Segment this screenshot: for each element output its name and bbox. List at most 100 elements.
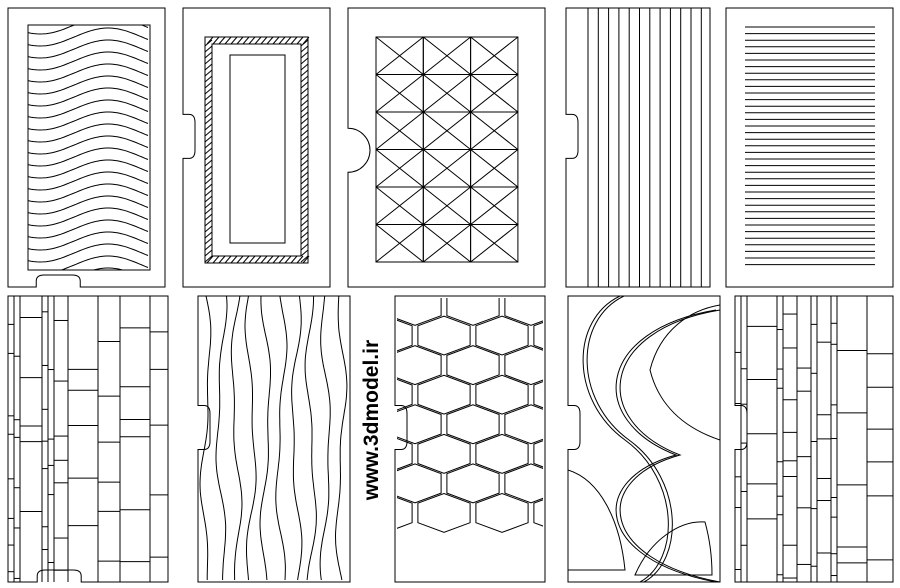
cell-diagonal [470,149,519,188]
door-panel-9-ogee [567,295,721,583]
door-panel-6-random-rectangles [7,295,169,583]
hexagon [476,257,528,296]
hatch-line [236,255,244,264]
hatch-line [296,255,304,264]
hatch-line [300,99,309,107]
wave-line [28,159,149,179]
hatch-line [300,51,309,59]
hatch-line [254,255,262,264]
ogee-curve [586,296,673,582]
hatch-line [300,93,309,101]
cell-diagonal [422,111,471,150]
hexagon [533,440,543,468]
hatch-line [204,81,213,89]
hexagon [475,315,529,356]
hatch-line [300,219,309,227]
hatch-line [204,135,213,143]
panel-outline [182,7,331,288]
cell-diagonal [375,186,424,225]
door-panel-4-vertical-lines [565,7,711,288]
cell-diagonal [375,149,424,188]
hatch-line [206,36,214,45]
hatch-line [300,177,309,185]
grid-cell [470,224,519,263]
hatch-line [300,225,309,233]
door-panel-8-hexagons [394,257,702,583]
hexagon [418,257,470,296]
hatch-line [204,159,213,167]
wave-line [28,171,149,191]
hatch-line [212,36,220,45]
cell-diagonal [470,111,519,150]
hatch-line [300,45,309,53]
wave-lines [199,296,348,581]
cell-diagonal [470,36,519,75]
hexagon [621,464,673,503]
hexagon [475,433,529,474]
panel-outline [734,295,894,583]
wave-line [28,147,149,167]
hatch-line [266,255,274,264]
wave-line [28,183,149,203]
panel-outline [567,295,721,583]
hatching [204,36,310,264]
hatch-line [290,255,298,264]
wave-line [28,231,149,251]
wave-line [319,296,331,581]
hexagon [446,463,500,504]
hexagon [592,375,644,414]
hatch-line [300,135,309,143]
hexagon [650,375,702,414]
hatch-line [204,99,213,107]
wave-line [230,296,243,580]
hatch-line [242,255,250,264]
hatch-line [260,255,268,264]
hexagon [621,287,673,326]
cell-diagonal [422,186,471,225]
hexagon [417,374,471,415]
hatch-line [296,36,304,45]
hatch-line [300,63,309,71]
panel-outline [7,7,166,288]
inner-frame [27,24,151,271]
hexagon [533,321,543,350]
hexagon [397,497,413,529]
hatch-line [300,213,309,221]
wave-line [28,207,149,227]
hexagon [533,381,543,409]
hatch-line [224,255,232,264]
cell-diagonal [422,149,471,188]
hatch-line [204,45,213,53]
wave-line [199,296,212,580]
wave-line [28,75,149,95]
panel-outline [7,295,169,583]
wave-line [275,296,288,581]
hexagon [475,492,529,533]
hexagon [446,345,500,386]
hatch-line [204,87,213,95]
hexagon [397,378,413,411]
hexagon [504,298,543,326]
hatch-line [204,249,213,257]
hexagon [592,257,644,296]
frame-inner-edge [211,43,302,257]
hatch-line [300,105,309,113]
hatch-line [300,171,309,179]
wave-line [28,87,149,107]
watermark: www.3dmodel.ir [360,339,383,501]
hatch-line [204,153,213,161]
panel-outline [394,295,546,583]
ogee-curve [619,309,720,582]
hexagon [397,319,413,352]
wave-line [215,296,228,580]
hatch-line [278,255,286,264]
door-panel-1-waves-horizontal [7,7,166,288]
hatch-line [266,36,274,45]
wave-line [28,27,149,47]
hatch-line [300,207,309,215]
hatch-line [300,129,309,137]
hexagon-cells [397,257,702,533]
hatch-line [254,36,262,45]
